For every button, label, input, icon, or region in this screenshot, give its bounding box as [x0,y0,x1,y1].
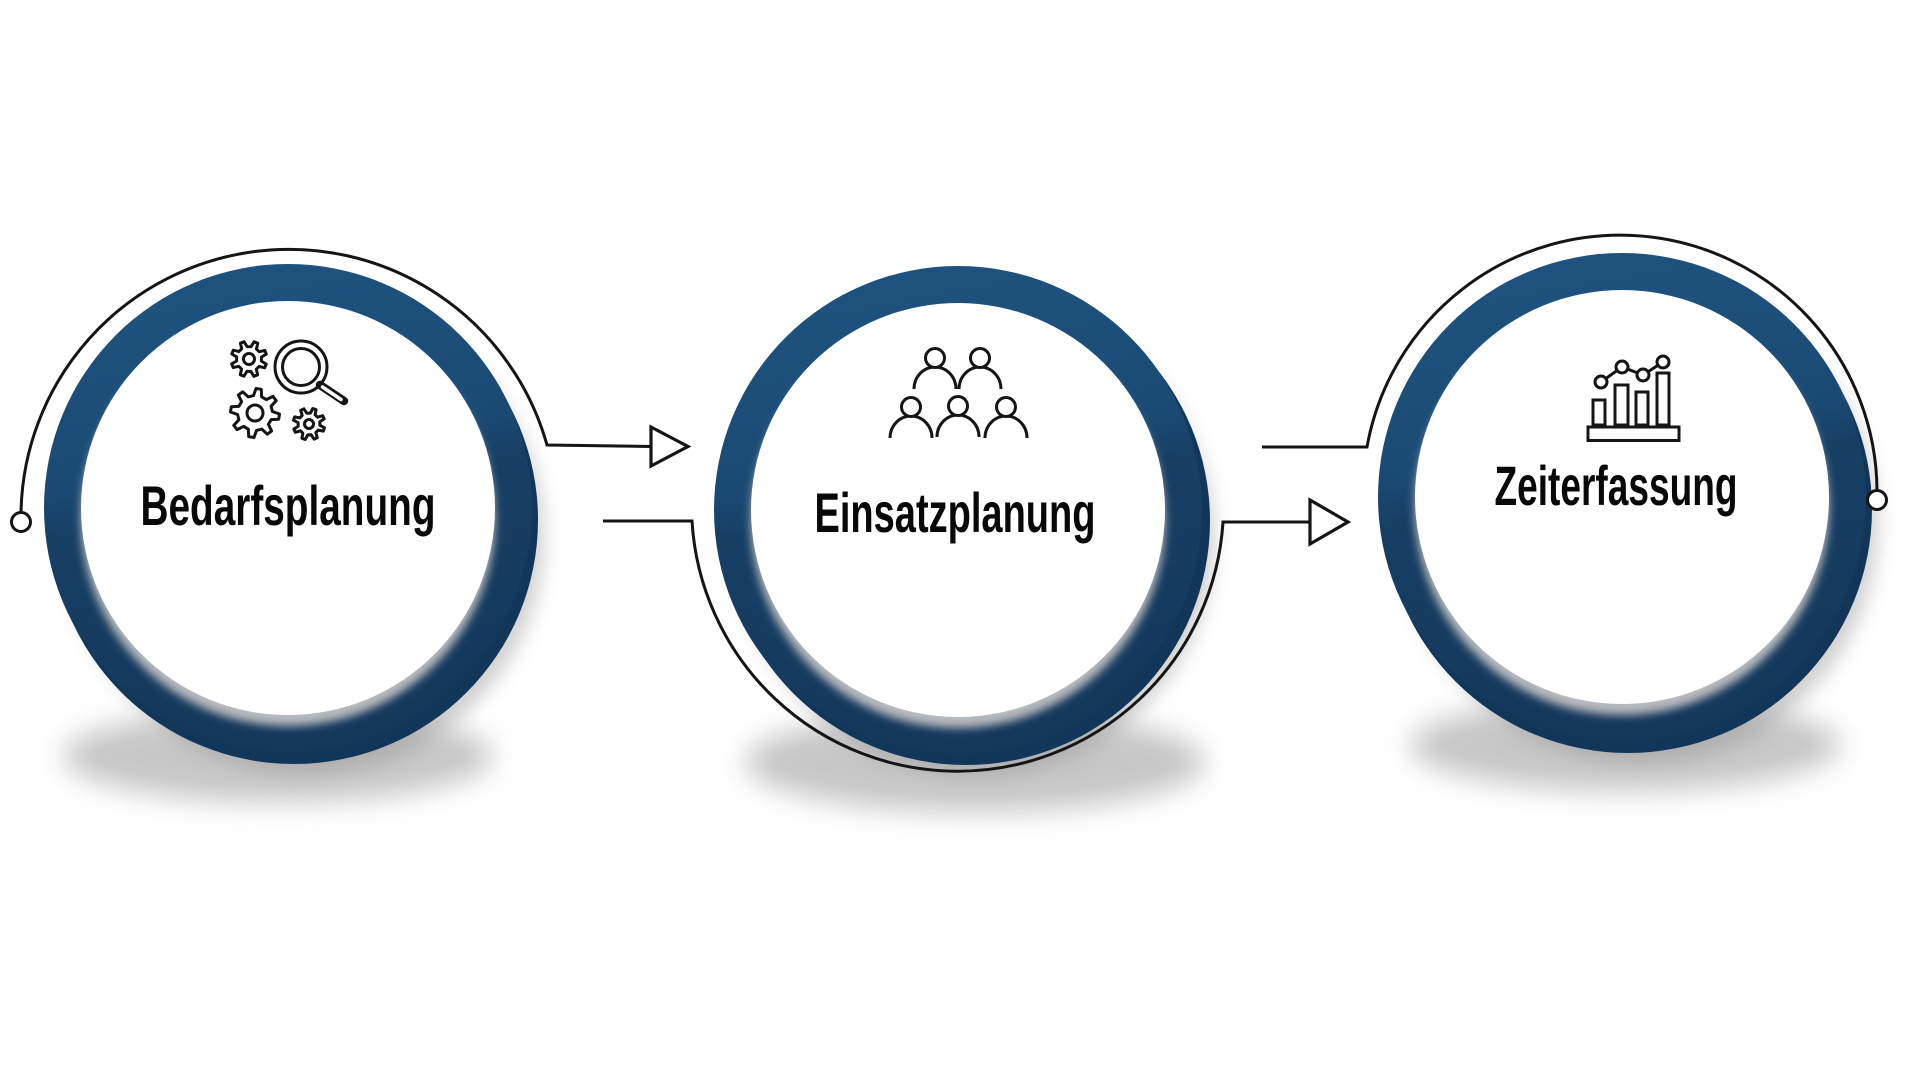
connector-lines [10,233,1888,773]
connector-arc-step2 [603,519,1310,773]
gear-small-right-hole [303,418,315,430]
step-3-label: Zeiterfassung [1495,454,1738,517]
gear-large-hole [245,403,265,423]
bar-chart-icon [1586,354,1681,442]
arrow-right-icon-2 [1308,497,1352,547]
magnifier-icon [273,339,349,406]
connector-arc-step3 [1262,233,1879,491]
step-1-bedarfsplanung: Bedarfsplanung [44,264,544,802]
step-2-inner-disc [751,303,1165,717]
step-2-einsatzplanung: Einsatzplanung [714,266,1214,812]
end-node-dot [1866,489,1888,511]
step-1-inner-disc [81,301,495,715]
step-3-inner-disc [1415,290,1829,704]
gear-small-right-icon [292,407,326,441]
step-1-label: Bedarfsplanung [141,474,436,537]
start-node-dot [10,511,32,533]
gear-small-top-icon [230,340,268,378]
trend-line [1600,360,1664,384]
team-icon [888,347,1029,439]
gear-large-icon [229,387,281,439]
gear-small-top-hole [242,352,256,366]
arrow-right-icon-1 [649,424,692,469]
step-2-label: Einsatzplanung [815,481,1096,544]
gears-magnifier-icon [229,339,349,441]
step-3-zeiterfassung: Zeiterfassung [1378,253,1878,791]
connector-arc-step1 [19,247,652,513]
